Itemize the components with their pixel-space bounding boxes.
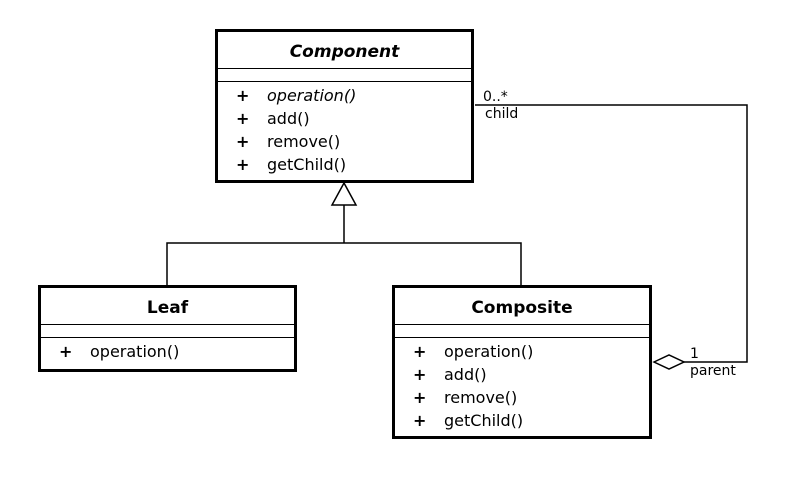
visibility-marker: + — [236, 132, 250, 151]
component-attributes — [218, 68, 471, 82]
composite-attributes — [395, 324, 649, 338]
leaf-class-name: Leaf — [146, 298, 189, 318]
visibility-marker: + — [413, 388, 427, 407]
composite-class-name: Composite — [471, 298, 573, 318]
inheritance-arrowhead — [330, 181, 358, 206]
component-operation-row: + add() — [218, 107, 471, 130]
component-operation-row: + getChild() — [218, 153, 471, 176]
visibility-marker: + — [413, 411, 427, 430]
child-multiplicity-label: 0..* — [483, 89, 508, 105]
aggregation-diamond — [652, 354, 686, 370]
visibility-marker: + — [413, 342, 427, 361]
visibility-marker: + — [236, 155, 250, 174]
operation-name: remove() — [267, 132, 341, 151]
leaf-operation-row: + operation() — [41, 340, 294, 363]
visibility-marker: + — [236, 109, 250, 128]
composite-operation-row: + remove() — [395, 386, 649, 409]
composite-operation-row: + add() — [395, 363, 649, 386]
composite-operations: + operation() + add() + remove() + getCh… — [395, 338, 649, 432]
leaf-operations: + operation() — [41, 338, 294, 363]
composite-operation-row: + operation() — [395, 340, 649, 363]
operation-name: add() — [267, 109, 310, 128]
parent-multiplicity-label: 1 — [690, 346, 699, 362]
generalization-line — [166, 242, 522, 285]
component-operation-row: + remove() — [218, 130, 471, 153]
operation-name: add() — [444, 365, 487, 384]
component-operation-row: + operation() — [218, 84, 471, 107]
component-operations: + operation() + add() + remove() + getCh… — [218, 82, 471, 176]
operation-name: getChild() — [444, 411, 524, 430]
visibility-marker: + — [413, 365, 427, 384]
visibility-marker: + — [236, 86, 250, 105]
composite-class[interactable]: Composite + operation() + add() + remove… — [392, 285, 652, 439]
operation-name: getChild() — [267, 155, 347, 174]
component-class[interactable]: Component + operation() + add() + remove… — [215, 29, 474, 183]
composite-operation-row: + getChild() — [395, 409, 649, 432]
operation-name: operation() — [267, 86, 357, 105]
visibility-marker: + — [59, 342, 73, 361]
operation-name: operation() — [444, 342, 534, 361]
child-role-label: child — [485, 106, 519, 122]
parent-role-label: parent — [690, 363, 736, 379]
component-class-name: Component — [289, 42, 400, 62]
operation-name: remove() — [444, 388, 518, 407]
aggregation-line — [475, 104, 748, 363]
leaf-attributes — [41, 324, 294, 338]
operation-name: operation() — [90, 342, 180, 361]
leaf-class[interactable]: Leaf + operation() — [38, 285, 297, 372]
